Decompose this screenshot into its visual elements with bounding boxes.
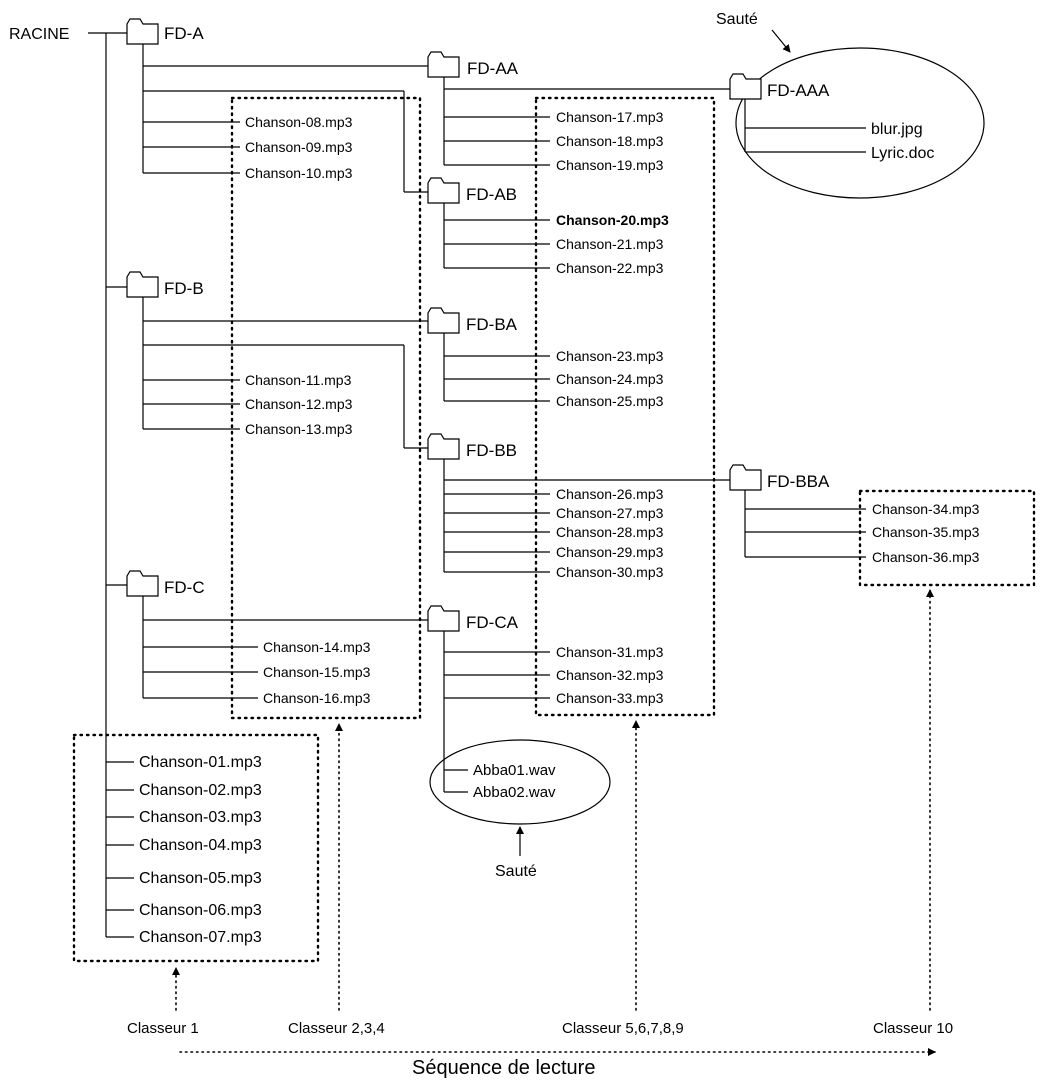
file-label: Chanson-10.mp3 <box>245 165 353 181</box>
skipped-label-top: Sauté <box>716 11 758 28</box>
folder-icons <box>126 18 762 632</box>
file-label: Chanson-20.mp3 <box>556 212 669 228</box>
folder-icon <box>427 433 460 460</box>
folder-icon <box>126 18 159 45</box>
file-label: Chanson-36.mp3 <box>872 549 980 565</box>
file-label: Chanson-33.mp3 <box>556 690 664 706</box>
folder-icon <box>427 307 460 334</box>
skipped-ellipse-aaa <box>735 47 985 199</box>
folder-label-fd-a: FD-A <box>164 24 204 43</box>
file-label: Chanson-08.mp3 <box>245 114 353 130</box>
file-label: Chanson-29.mp3 <box>556 544 664 560</box>
folder-icon <box>126 570 159 597</box>
file-label: Chanson-17.mp3 <box>556 109 664 125</box>
classeur-10-box <box>858 489 1036 587</box>
file-label: Chanson-25.mp3 <box>556 393 664 409</box>
file-label: Chanson-13.mp3 <box>245 421 353 437</box>
folder-label-fd-aaa: FD-AAA <box>767 81 830 100</box>
file-label: Chanson-27.mp3 <box>556 505 664 521</box>
folder-label-fd-ab: FD-AB <box>466 185 517 204</box>
classeur-1-label: Classeur 1 <box>127 1020 199 1037</box>
file-label: Chanson-02.mp3 <box>139 782 262 799</box>
folder-label-fd-bb: FD-BB <box>466 441 517 460</box>
file-label-skipped: Abba01.wav <box>473 762 556 779</box>
file-label: Chanson-32.mp3 <box>556 667 664 683</box>
file-label: Chanson-23.mp3 <box>556 348 664 364</box>
file-label: Chanson-16.mp3 <box>263 690 371 706</box>
file-label: Chanson-22.mp3 <box>556 260 664 276</box>
file-label: Chanson-01.mp3 <box>139 754 262 771</box>
file-label: Chanson-18.mp3 <box>556 133 664 149</box>
file-label: Chanson-31.mp3 <box>556 644 664 660</box>
file-label: Chanson-05.mp3 <box>139 870 262 887</box>
sequence-label: Séquence de lecture <box>412 1057 595 1079</box>
classeur-2-3-4-box <box>230 96 422 720</box>
classeur-groups <box>72 96 1036 963</box>
file-label: Chanson-11.mp3 <box>245 372 352 388</box>
file-label: Chanson-28.mp3 <box>556 524 664 540</box>
file-label: Chanson-30.mp3 <box>556 564 664 580</box>
root-label: RACINE <box>9 26 69 43</box>
file-label: Chanson-07.mp3 <box>139 929 262 946</box>
file-label: Chanson-12.mp3 <box>245 396 353 412</box>
classeur-10-label: Classeur 10 <box>873 1020 953 1037</box>
file-label: Chanson-24.mp3 <box>556 371 664 387</box>
file-label: Chanson-04.mp3 <box>139 837 262 854</box>
file-label: Chanson-34.mp3 <box>872 501 980 517</box>
folder-label-fd-c: FD-C <box>164 578 205 597</box>
folder-icon <box>729 73 762 100</box>
file-label: Chanson-19.mp3 <box>556 157 664 173</box>
file-label-skipped: Abba02.wav <box>473 784 556 801</box>
file-label: Chanson-09.mp3 <box>245 139 353 155</box>
file-label: Chanson-15.mp3 <box>263 664 371 680</box>
folder-label-fd-ca: FD-CA <box>466 613 519 632</box>
file-label: Chanson-06.mp3 <box>139 902 262 919</box>
folder-icon <box>729 464 762 491</box>
folder-icon <box>427 605 460 632</box>
folder-label-fd-aa: FD-AA <box>467 59 519 78</box>
folder-icon <box>427 177 460 204</box>
folder-label-fd-ba: FD-BA <box>466 315 518 334</box>
folder-label-fd-b: FD-B <box>164 279 204 298</box>
folder-label-fd-bba: FD-BBA <box>767 472 830 491</box>
file-label: Chanson-14.mp3 <box>263 639 371 655</box>
classeur-5-9-label: Classeur 5,6,7,8,9 <box>562 1020 684 1037</box>
classeur-1-box <box>72 733 320 963</box>
classeur-2-3-4-label: Classeur 2,3,4 <box>288 1020 385 1037</box>
file-label-skipped: blur.jpg <box>871 121 923 138</box>
skipped-arrow-top <box>771 29 791 53</box>
file-label: Chanson-35.mp3 <box>872 524 980 540</box>
tree-connectors <box>88 32 866 938</box>
file-label: Chanson-03.mp3 <box>139 809 262 826</box>
file-label: Chanson-21.mp3 <box>556 236 664 252</box>
file-label-skipped: Lyric.doc <box>871 145 934 162</box>
skipped-ellipse-wav <box>429 739 611 825</box>
classeur-5-9-box <box>534 96 716 717</box>
skipped-label-bottom: Sauté <box>495 863 537 880</box>
file-label: Chanson-26.mp3 <box>556 486 664 502</box>
folder-icon <box>126 271 159 298</box>
folder-icon <box>427 51 460 78</box>
